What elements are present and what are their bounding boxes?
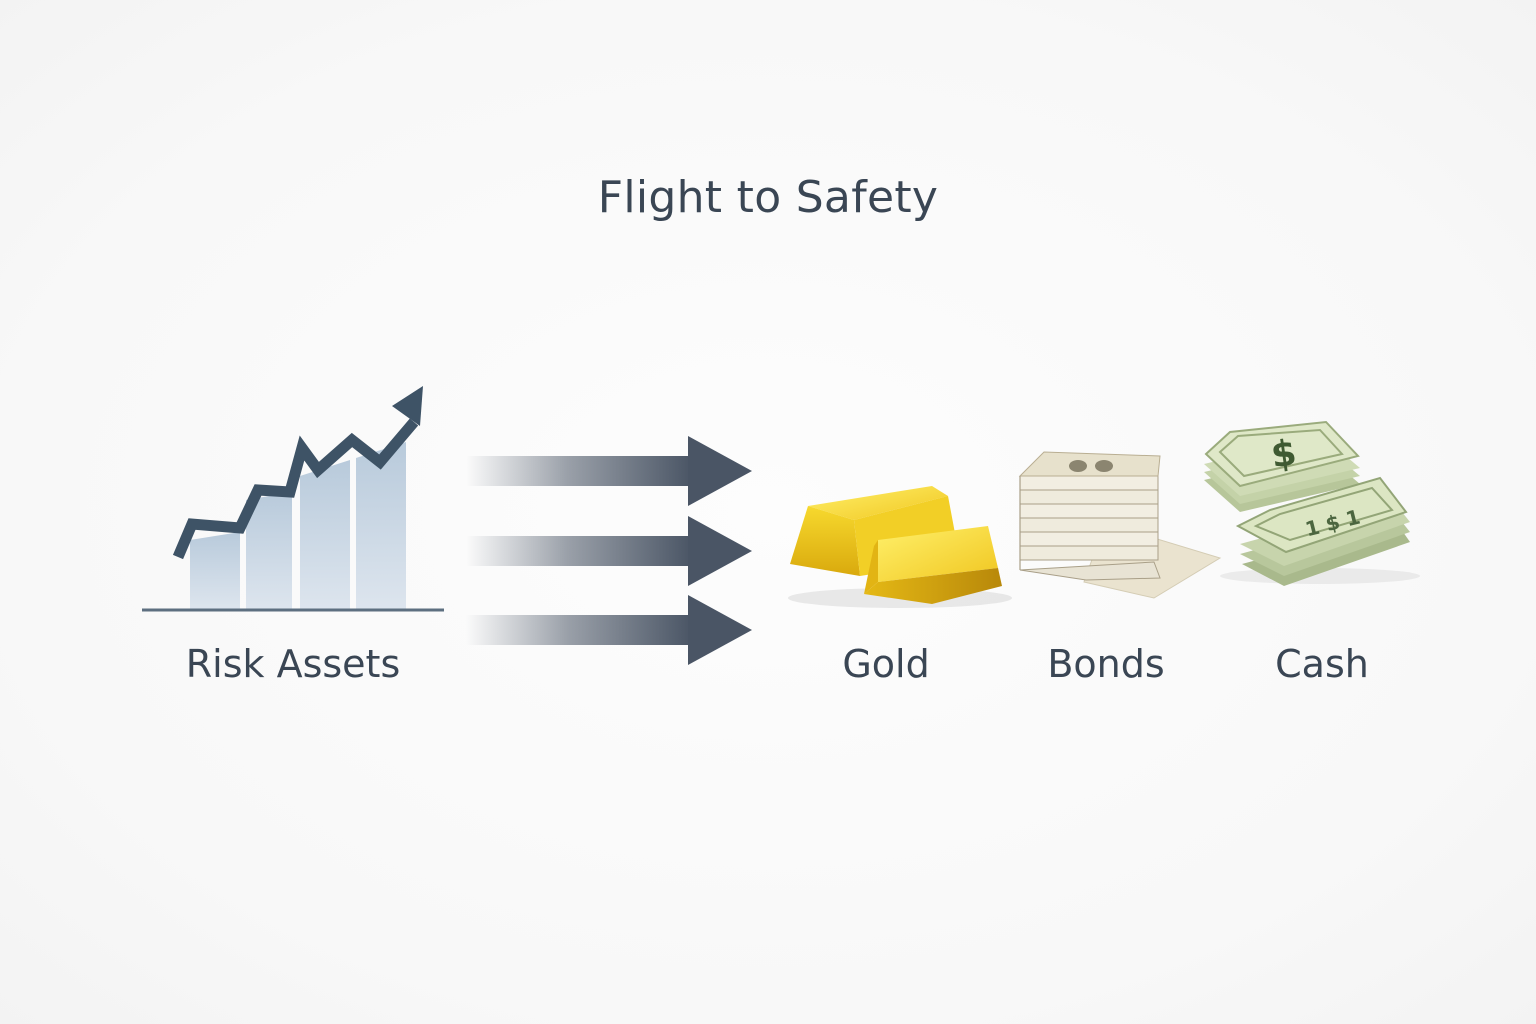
gold-bars-icon: [788, 486, 1012, 608]
right-arrow-icon: [466, 516, 752, 586]
destination-label-gold: Gold: [842, 642, 930, 686]
chart-bar: [190, 532, 240, 609]
flow-arrows: [466, 436, 752, 665]
svg-text:$: $: [1269, 432, 1300, 476]
destination-label-cash: Cash: [1275, 642, 1369, 686]
diagram-title: Flight to Safety: [597, 172, 939, 223]
trend-line: [172, 418, 419, 560]
right-arrow-icon: [466, 595, 752, 665]
cash-stack-icon: $ 1 $ 1: [1204, 420, 1420, 586]
right-arrow-icon: [466, 436, 752, 506]
chart-bar: [300, 460, 350, 609]
destination-label-bonds: Bonds: [1047, 642, 1165, 686]
risk-assets-label: Risk Assets: [185, 642, 401, 686]
trend-arrowhead: [392, 386, 423, 426]
chart-bar: [356, 442, 406, 609]
bond-papers-icon: [1018, 451, 1222, 599]
rising-bar-chart-icon: [142, 386, 444, 612]
chart-bar: [246, 492, 292, 609]
